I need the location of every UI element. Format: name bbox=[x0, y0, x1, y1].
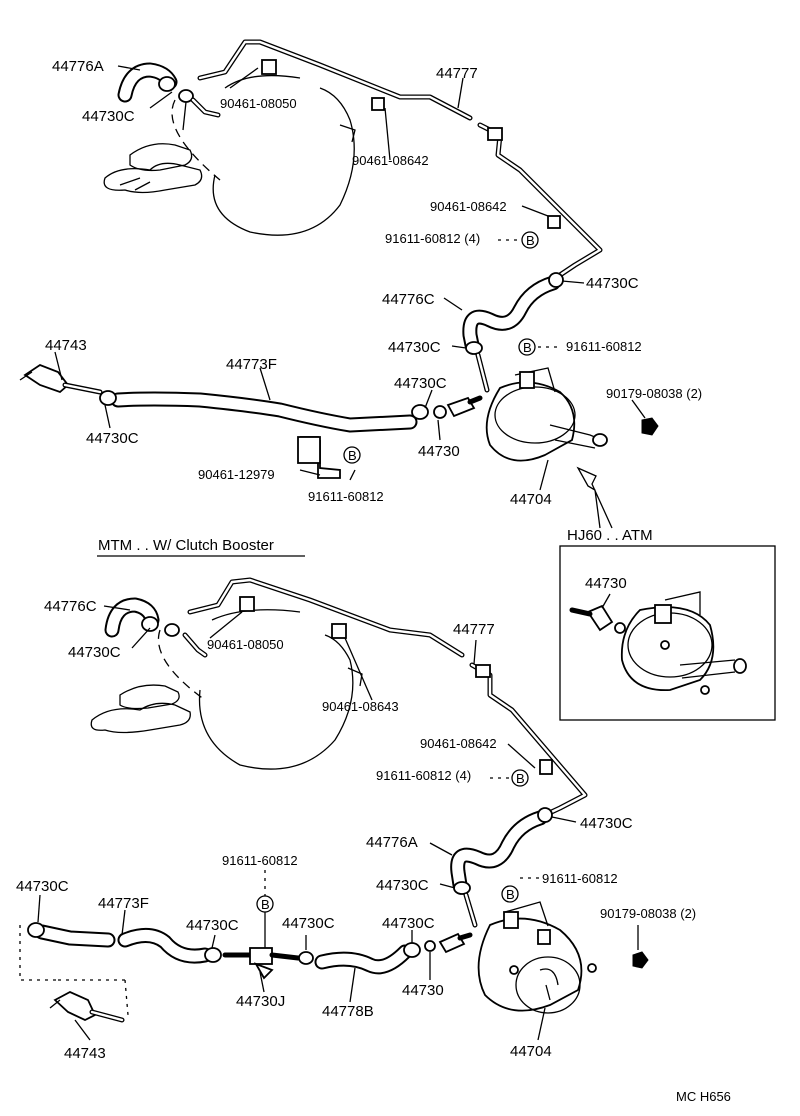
label-91611-60812-bottom-a: 91611-60812 bbox=[542, 871, 618, 886]
label-90461-08642-top-a: 90461-08642 bbox=[352, 153, 429, 168]
label-44730C-top-e: 44730C bbox=[86, 430, 139, 447]
label-44730C-bottom-m3: 44730C bbox=[382, 915, 435, 932]
nut-90179-08038-bottom bbox=[632, 951, 649, 969]
label-44730C-bottom-m2: 44730C bbox=[282, 915, 335, 932]
label-44777-bottom: 44777 bbox=[453, 621, 495, 638]
fitting-44743-bottom bbox=[49, 990, 125, 1023]
inset-pointer-arrow bbox=[576, 466, 613, 529]
label-44743-top: 44743 bbox=[45, 337, 87, 354]
label-91611-60812-top-a: 91611-60812 bbox=[566, 339, 642, 354]
label-90461-08643-bottom: 90461-08643 bbox=[322, 699, 399, 714]
label-44704-top: 44704 bbox=[510, 491, 552, 508]
bolt-marker-b-bottom-2: B bbox=[506, 887, 515, 902]
section-heading-mtm: MTM . . W/ Clutch Booster bbox=[98, 537, 274, 554]
bolt-markers-top bbox=[343, 231, 539, 464]
bolt-marker-b-top-1: B bbox=[526, 233, 535, 248]
check-valve-44730-top bbox=[446, 395, 483, 418]
label-90179-08038-bottom: 90179-08038 (2) bbox=[600, 906, 697, 921]
vacuum-tank-44704-top bbox=[485, 367, 608, 462]
label-90461-08642-top-b: 90461-08642 bbox=[430, 199, 507, 214]
label-90461-12979-top: 90461-12979 bbox=[198, 467, 275, 482]
label-91611-60812-4-bottom: 91611-60812 (4) bbox=[376, 768, 472, 783]
label-44730C-bottom-c: 44730C bbox=[376, 877, 429, 894]
label-90461-08642-bottom: 90461-08642 bbox=[420, 736, 497, 751]
label-44778B-bottom: 44778B bbox=[322, 1003, 374, 1020]
brake-booster-bottom bbox=[90, 609, 363, 770]
hose-44773F-bottom bbox=[27, 922, 222, 964]
label-91611-60812-4-top: 91611-60812 (4) bbox=[385, 231, 481, 246]
hose-44773F-top bbox=[99, 390, 447, 433]
inset-title: HJ60 . . ATM bbox=[567, 527, 653, 544]
label-44743-bottom: 44743 bbox=[64, 1045, 106, 1062]
label-44704-bottom: 44704 bbox=[510, 1043, 552, 1060]
bolt-marker-b-top-2: B bbox=[523, 340, 532, 355]
bolt-marker-b-top-3: B bbox=[348, 448, 357, 463]
vacuum-pipe-44777-top bbox=[197, 39, 603, 278]
inset-label-44730: 44730 bbox=[585, 575, 627, 592]
label-44730-top: 44730 bbox=[418, 443, 460, 460]
leader-lines-bottom bbox=[37, 605, 639, 1041]
label-44776C-top: 44776C bbox=[382, 291, 435, 308]
label-44730C-top-c: 44730C bbox=[388, 339, 441, 356]
label-90461-08050-top: 90461-08050 bbox=[220, 96, 297, 111]
bolt-marker-b-bottom-3: B bbox=[261, 897, 270, 912]
label-44777-top: 44777 bbox=[436, 65, 478, 82]
label-44773F-bottom: 44773F bbox=[98, 895, 149, 912]
brake-booster-top bbox=[103, 74, 356, 236]
label-44730C-bottom-m1: 44730C bbox=[186, 917, 239, 934]
label-44776C-bottom: 44776C bbox=[44, 598, 97, 615]
label-44730J-bottom: 44730J bbox=[236, 993, 286, 1010]
leader-lines-top bbox=[54, 65, 646, 491]
label-90179-08038-top: 90179-08038 (2) bbox=[606, 386, 703, 401]
label-44730-bottom: 44730 bbox=[402, 982, 444, 999]
tee-44730J-bottom bbox=[222, 947, 314, 980]
vacuum-pipe-44777-bottom bbox=[187, 577, 588, 818]
hose-44778B-bottom bbox=[314, 942, 421, 975]
label-44730C-top-b: 44730C bbox=[586, 275, 639, 292]
check-valve-44730-bottom bbox=[424, 932, 473, 954]
label-44773F-top: 44773F bbox=[226, 356, 277, 373]
label-44730C-top-a: 44730C bbox=[82, 108, 135, 125]
hose-44776C-top bbox=[462, 272, 564, 355]
label-44776A-top: 44776A bbox=[52, 58, 104, 75]
fitting-44743-top bbox=[19, 363, 103, 395]
bracket-90461-12979-top bbox=[297, 436, 341, 479]
bolt-markers-bottom bbox=[256, 769, 529, 913]
hose-44776A-bottom bbox=[450, 807, 553, 895]
inset-hj60-atm bbox=[559, 545, 776, 721]
clamp-44730C-top-a bbox=[158, 76, 194, 103]
label-44730C-bottom-a: 44730C bbox=[68, 644, 121, 661]
label-44776A-bottom: 44776A bbox=[366, 834, 418, 851]
label-44730C-bottom-left: 44730C bbox=[16, 878, 69, 895]
label-90461-08050-bottom: 90461-08050 bbox=[207, 637, 284, 652]
label-91611-60812-top-b: 91611-60812 bbox=[308, 489, 384, 504]
vacuum-tank-44704-bottom bbox=[477, 901, 597, 1014]
label-44730C-top-d: 44730C bbox=[394, 375, 447, 392]
label-44730C-bottom-b: 44730C bbox=[580, 815, 633, 832]
label-91611-60812-bottom-top: 91611-60812 bbox=[222, 853, 298, 868]
hose-44776C-bottom bbox=[104, 597, 180, 638]
bolt-marker-b-bottom-1: B bbox=[516, 771, 525, 786]
nut-90179-08038-top bbox=[641, 417, 659, 436]
diagram-code: MC H656 bbox=[676, 1089, 731, 1104]
